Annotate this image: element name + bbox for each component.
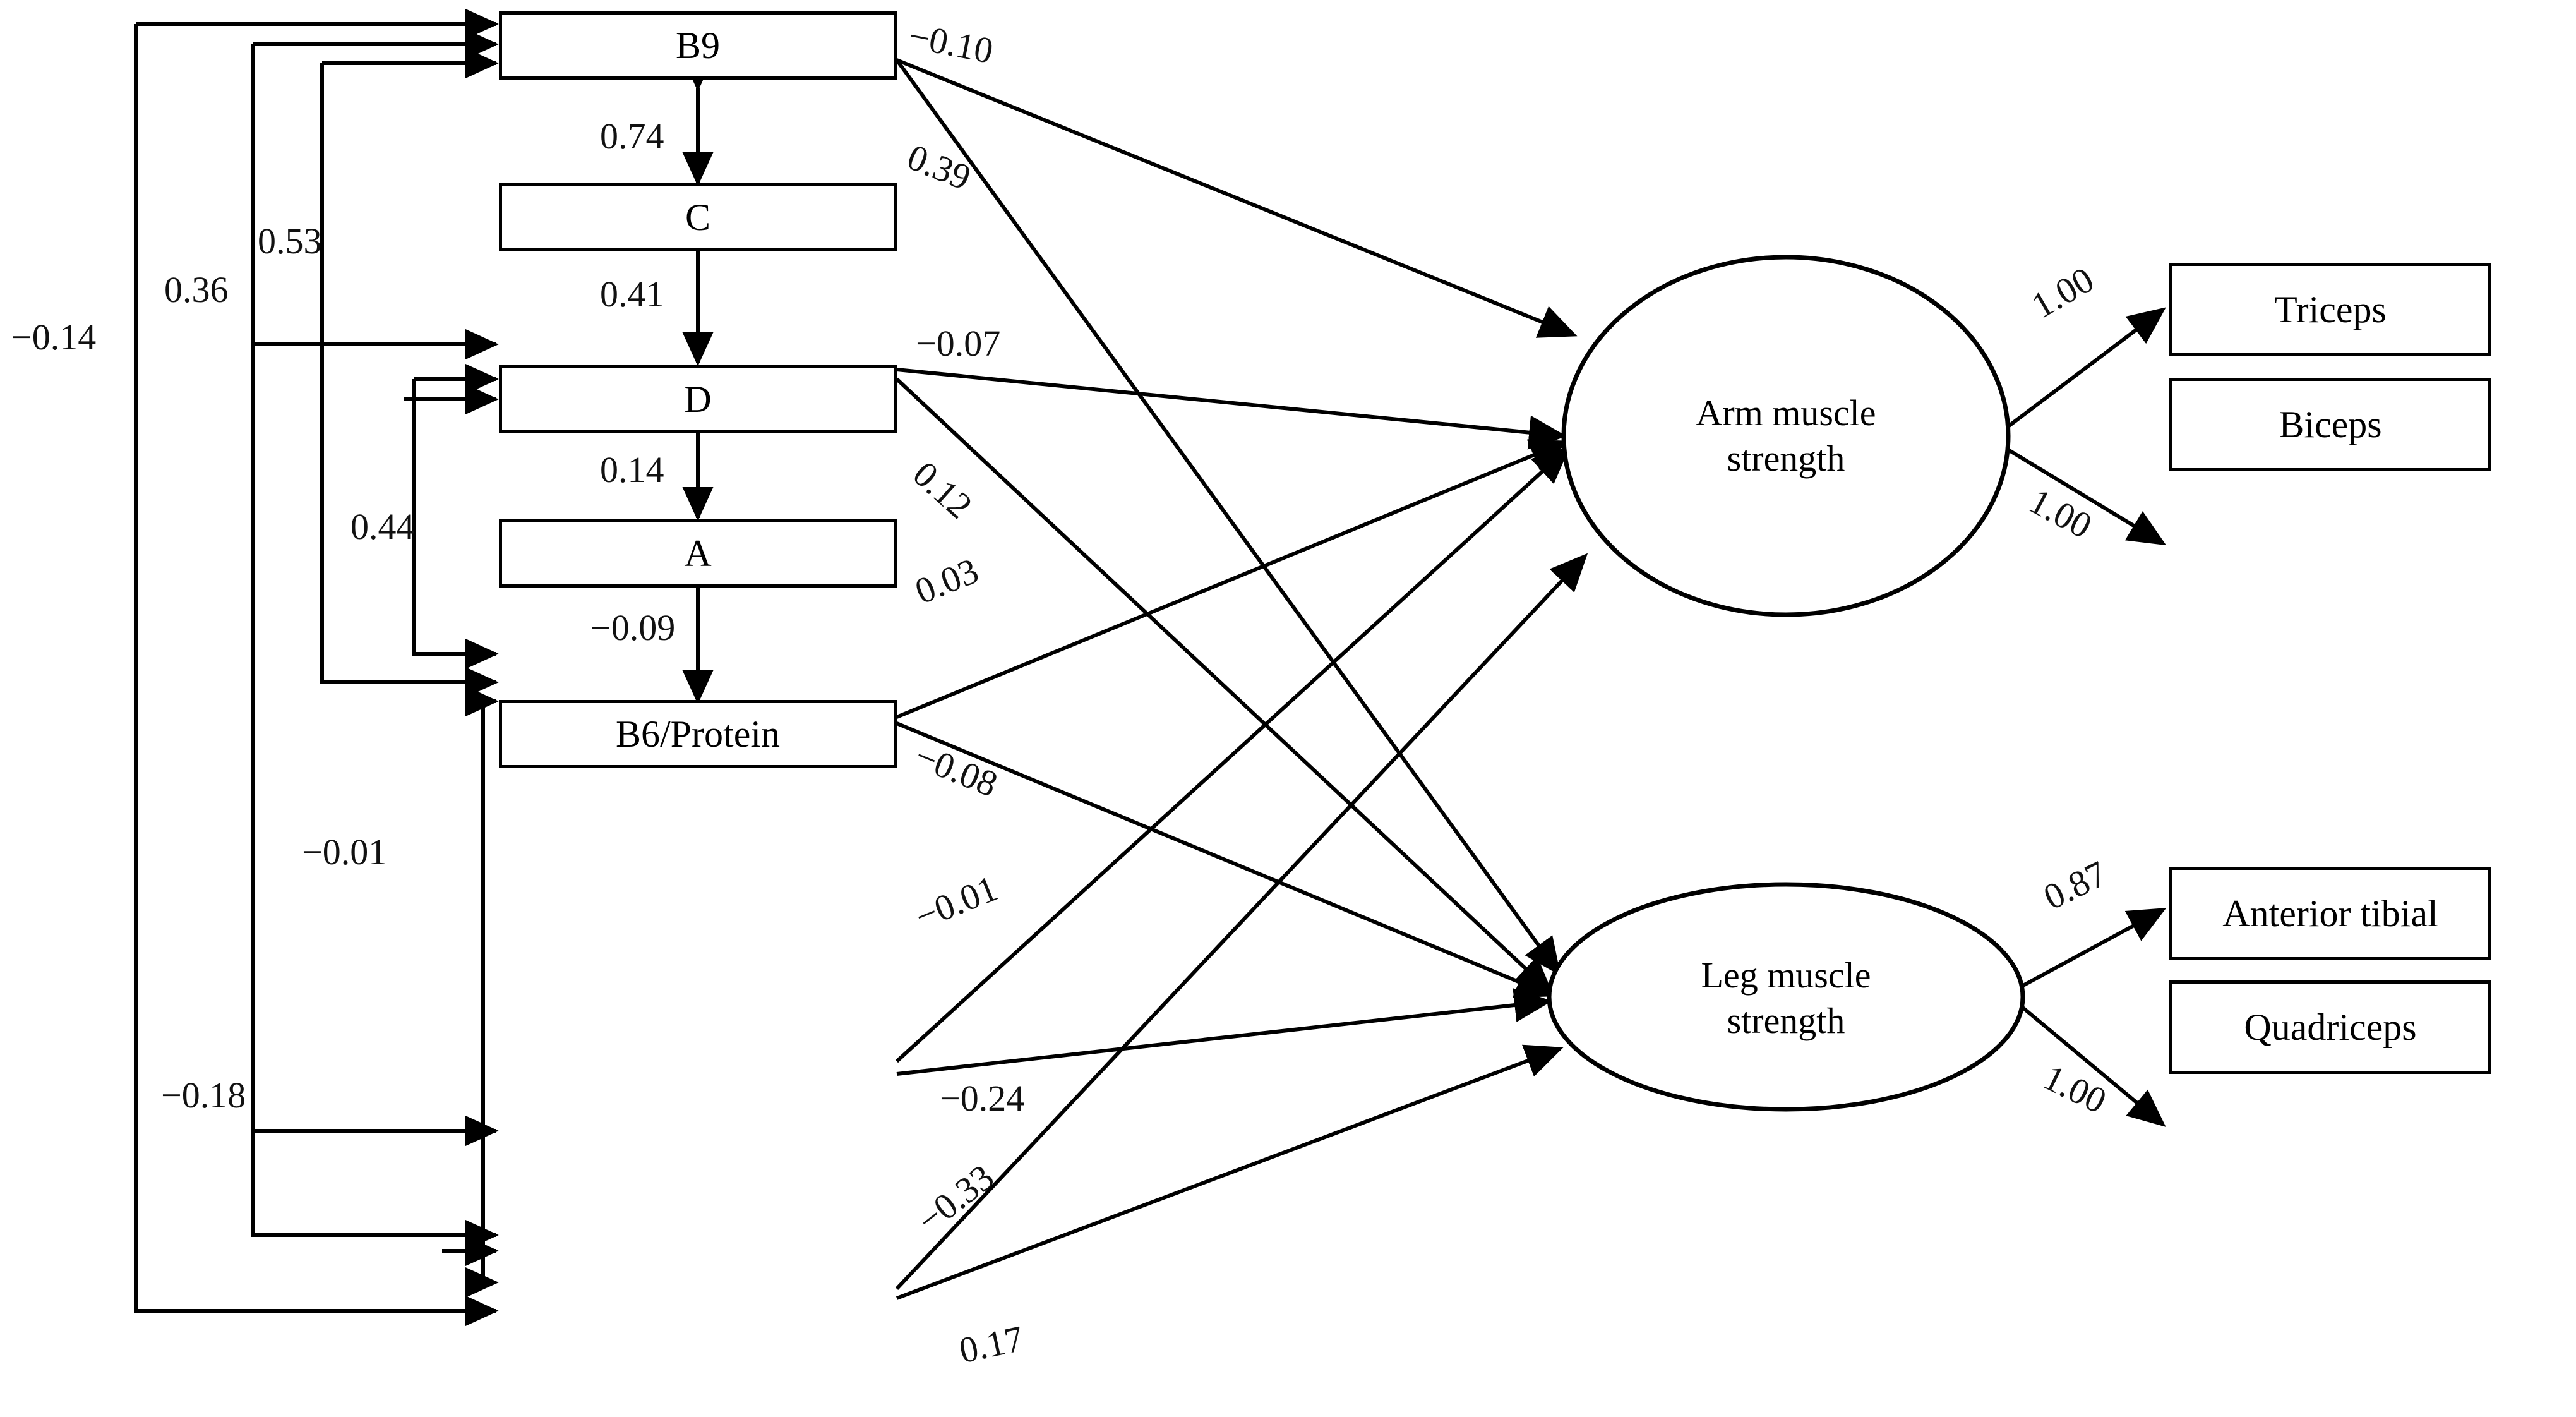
routed-d-b6protein	[483, 699, 496, 1282]
predictor-box-b6-protein[interactable]: B6/Protein	[499, 700, 897, 768]
indicator-label-quadriceps: Quadriceps	[2244, 1006, 2417, 1048]
predictor-label-a: A	[684, 532, 712, 574]
path-d-leg	[896, 721, 1554, 998]
routed-c-b6protein	[251, 344, 496, 1133]
correlation-label-c-a: 0.44	[350, 506, 415, 547]
path-c-arm	[896, 368, 1567, 450]
correlation-label-a-b6protein: −0.09	[590, 607, 676, 648]
correlation-label-c-b6protein: −0.18	[161, 1075, 246, 1116]
path-c-leg	[895, 377, 1554, 995]
predictor-label-d: D	[684, 378, 712, 420]
predictor-box-b9[interactable]: B9	[499, 11, 897, 80]
predictor-box-a[interactable]: A	[499, 519, 897, 588]
latent-label-arm-muscle-strength: Arm muscle strength	[1627, 357, 1945, 515]
indicator-label-triceps: Triceps	[2274, 288, 2387, 330]
predictor-label-c: C	[685, 196, 711, 238]
routed-b9-b6protein-line	[134, 22, 496, 1311]
indicator-box-biceps[interactable]: Biceps	[2169, 378, 2491, 471]
latent-label-leg-muscle-strength: Leg muscle strength	[1627, 919, 1945, 1077]
path-leg-anterior-tibial	[2010, 908, 2167, 994]
predictor-box-d[interactable]: D	[499, 365, 897, 433]
path-b9-arm	[896, 58, 1578, 338]
indicator-box-quadriceps[interactable]: Quadriceps	[2169, 980, 2491, 1074]
correlation-label-b9-c: 0.74	[600, 116, 664, 157]
correlation-label-b9-a: 0.36	[164, 269, 229, 310]
indicator-box-triceps[interactable]: Triceps	[2169, 263, 2491, 356]
correlation-label-d-a: 0.14	[600, 449, 664, 490]
path-d-arm	[896, 439, 1569, 719]
indicator-label-anterior-tibial: Anterior tibial	[2222, 892, 2438, 934]
path-label-c-arm: −0.07	[916, 323, 1001, 364]
latent-leg-muscle-strength-ellipse	[1547, 882, 2025, 1112]
path-b9-leg	[895, 59, 1561, 976]
latent-arm-line2: strength	[1727, 438, 1845, 479]
predictor-label-b6-protein: B6/Protein	[615, 713, 780, 755]
predictor-label-b9: B9	[675, 24, 721, 66]
path-leg-quadriceps	[2010, 996, 2166, 1127]
correlation-label-d-b6protein: −0.01	[302, 831, 387, 872]
correlation-label-b9-d: 0.53	[258, 220, 322, 262]
path-a-leg	[896, 988, 1552, 1076]
latent-arm-muscle-strength-ellipse	[1561, 255, 2011, 617]
indicator-box-anterior-tibial[interactable]: Anterior tibial	[2169, 867, 2491, 960]
latent-leg-line1: Leg muscle	[1701, 954, 1871, 996]
correlation-label-c-d: 0.41	[600, 274, 664, 315]
path-b6protein-arm	[895, 553, 1588, 1291]
predictor-box-c[interactable]: C	[499, 183, 897, 251]
path-b6protein-leg	[896, 1044, 1564, 1300]
path-arm-biceps	[1994, 440, 2167, 546]
correlation-label-b9-b6protein: −0.14	[11, 317, 97, 358]
routed-c-a	[412, 377, 496, 654]
latent-leg-line2: strength	[1727, 1000, 1845, 1041]
routed-b9-d	[320, 61, 496, 682]
path-arm-triceps	[1994, 307, 2166, 438]
latent-arm-line1: Arm muscle	[1696, 392, 1876, 433]
indicator-label-biceps: Biceps	[2279, 403, 2382, 445]
path-a-arm	[895, 445, 1571, 1063]
path-label-a-leg: −0.24	[940, 1078, 1025, 1119]
